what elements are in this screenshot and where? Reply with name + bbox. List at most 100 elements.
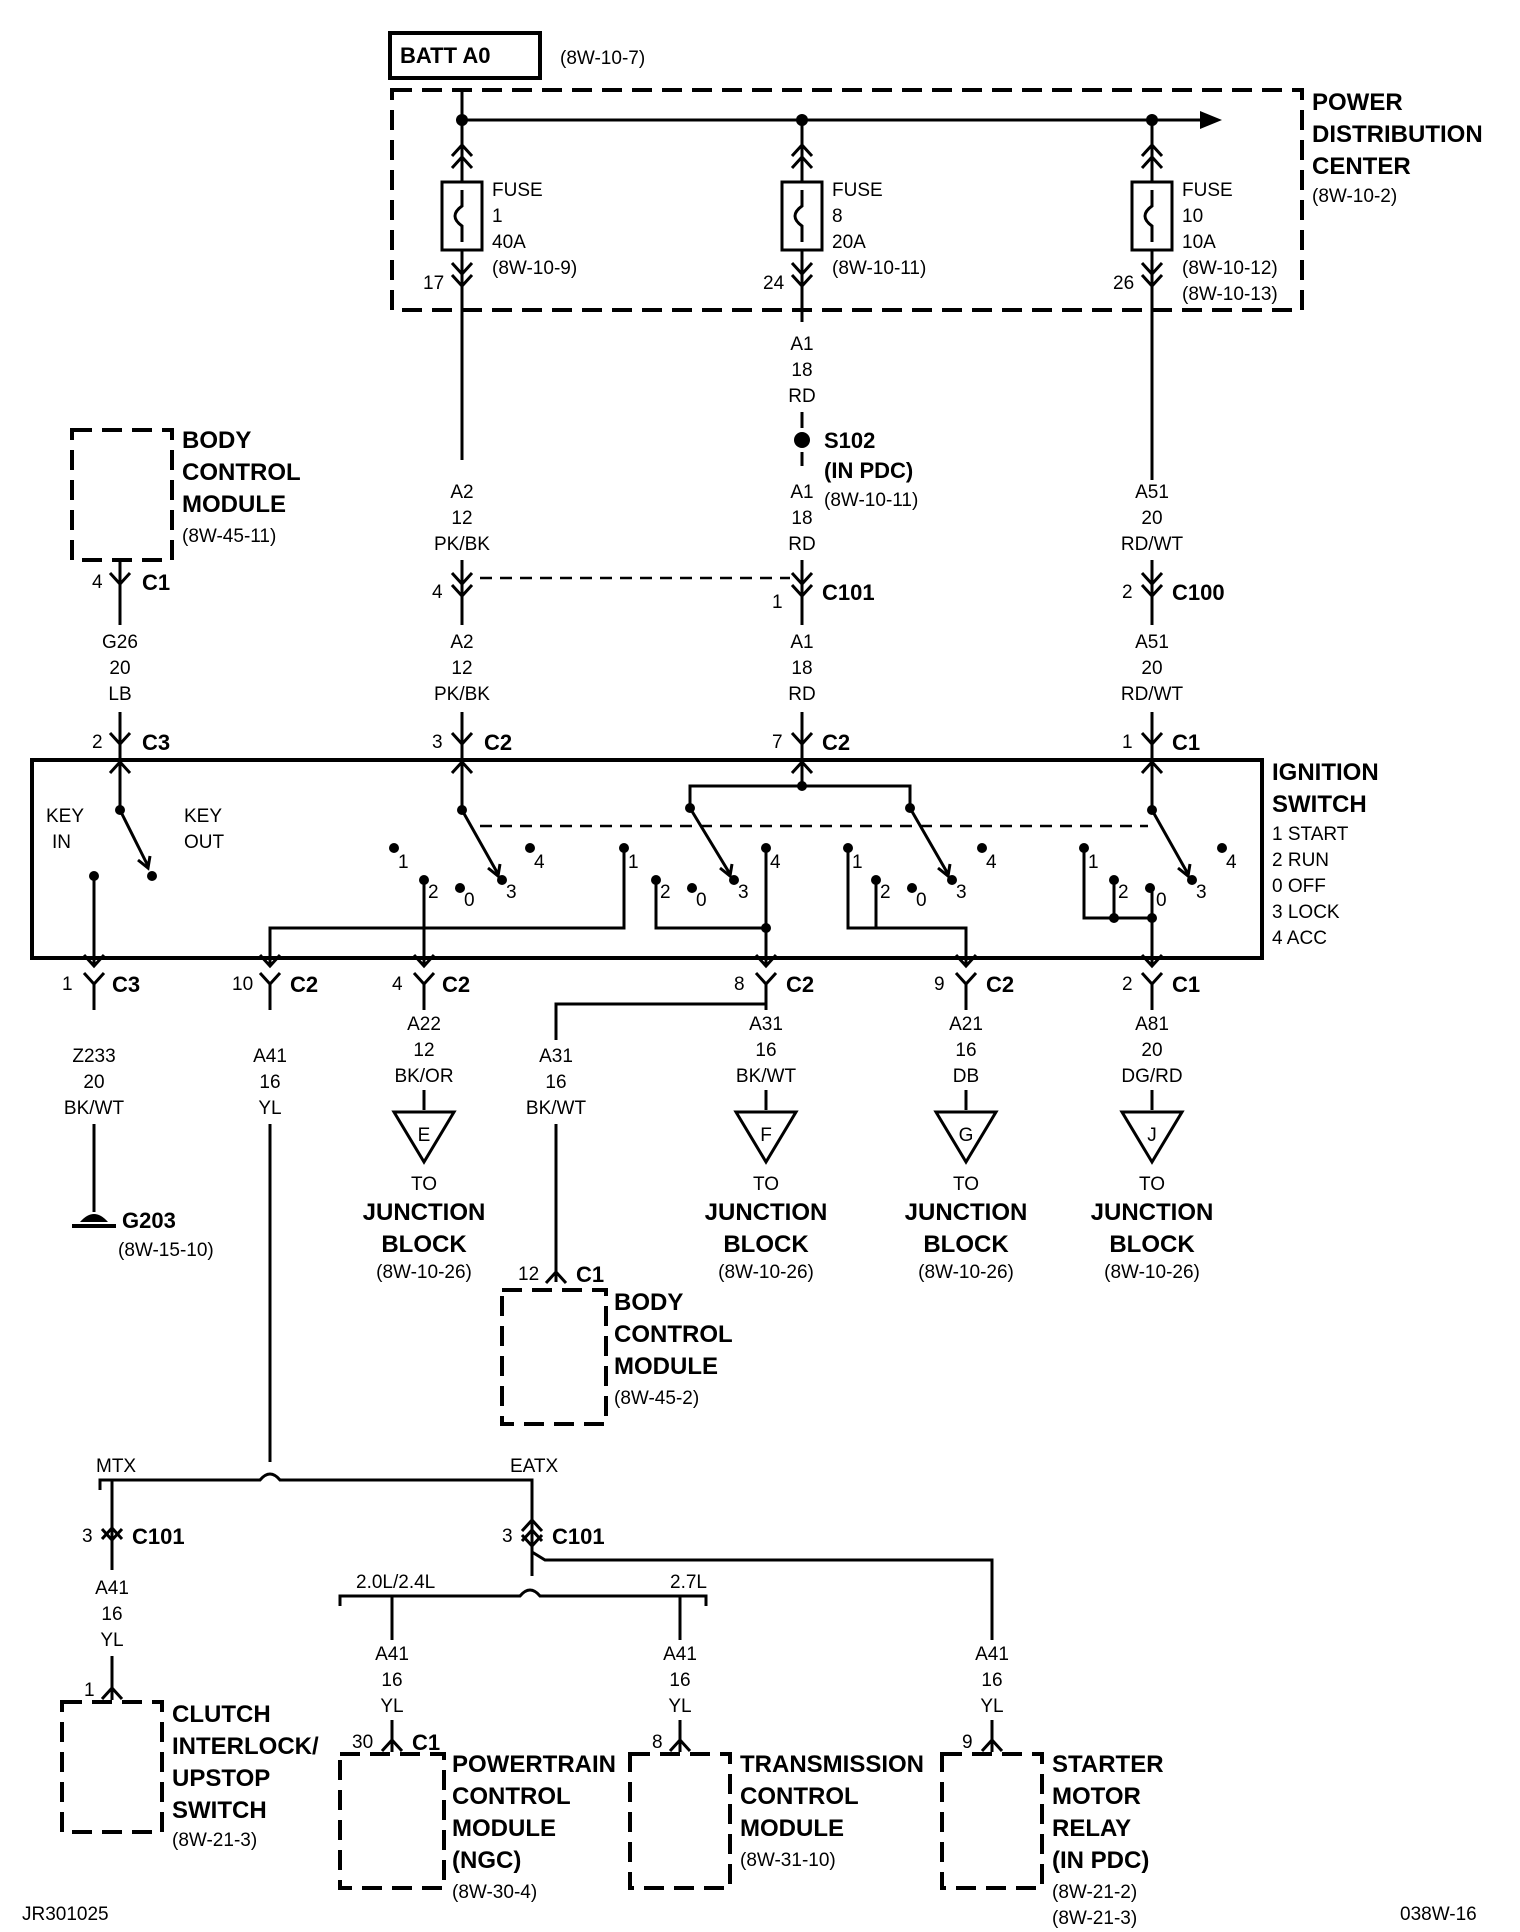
- key-in-label-1: KEY: [46, 806, 84, 827]
- wire-a51-top-color: RD/WT: [1121, 534, 1184, 555]
- sw-c2-a2-pin: 3: [432, 732, 443, 753]
- bcm-bottom-title-3: MODULE: [614, 1353, 718, 1380]
- c101-mtx-name: C101: [132, 1524, 185, 1549]
- wire-a81-gauge: 20: [1141, 1040, 1162, 1061]
- sw-c2-8-name: C2: [786, 972, 814, 997]
- sw-c3-top-pin: 2: [92, 732, 103, 753]
- wire-a22-circuit: A22: [407, 1014, 441, 1035]
- wire-a2-top-color: PK/BK: [434, 534, 490, 555]
- footer-left-code: JR301025: [22, 1904, 109, 1925]
- bcm-top-pin: 4: [92, 572, 103, 593]
- splice-s102-ref: (8W-10-11): [824, 490, 918, 511]
- fuse-1-number: 1: [492, 206, 503, 227]
- wire-a41-smr-gauge: 16: [981, 1670, 1002, 1691]
- branch-engine: [338, 1588, 708, 1606]
- smr-title-4: (IN PDC): [1052, 1847, 1149, 1874]
- fuse-10: [1130, 120, 1174, 480]
- wire-a2-low-color: PK/BK: [434, 684, 490, 705]
- pcm-title-4: (NGC): [452, 1847, 521, 1874]
- wire-a41-main-circuit: A41: [253, 1046, 287, 1067]
- wire-a81-color: DG/RD: [1121, 1066, 1182, 1087]
- fuse-10-number: 10: [1182, 206, 1203, 227]
- wire-a1-top-circuit: A1: [790, 334, 813, 355]
- pdc-ref: (8W-10-2): [1312, 186, 1397, 207]
- wire-a31-right-circuit: A31: [749, 1014, 783, 1035]
- wire-a31-right-color: BK/WT: [736, 1066, 797, 1087]
- wire-a41-pcm-gauge: 16: [381, 1670, 402, 1691]
- bcm-top-ref: (8W-45-11): [182, 526, 276, 547]
- pcm-ref: (8W-30-4): [452, 1882, 537, 1903]
- wire-a1-mid-color: RD: [788, 534, 815, 555]
- smr-ref-2: (8W-21-3): [1052, 1908, 1137, 1929]
- switch-output-wiring: [258, 848, 1164, 969]
- ignition-title-2: SWITCH: [1272, 791, 1367, 818]
- sw-c2-10-name: C2: [290, 972, 318, 997]
- bcm-top-title-2: CONTROL: [182, 459, 301, 486]
- clutch-ref: (8W-21-3): [172, 1830, 257, 1851]
- wire-a41-smr-color: YL: [980, 1696, 1003, 1717]
- junction-j-line-2: BLOCK: [1109, 1231, 1195, 1258]
- fuse-8-number: 8: [832, 206, 843, 227]
- tcm-title-2: CONTROL: [740, 1783, 859, 1810]
- wire-a41-tcm-color: YL: [668, 1696, 691, 1717]
- bcm-bottom-pin: 12: [518, 1264, 539, 1285]
- batt-ref: (8W-10-7): [560, 48, 645, 69]
- wire-a1-low-circuit: A1: [790, 632, 813, 653]
- branch-eng2-label: 2.7L: [670, 1572, 707, 1593]
- wire-a1-mid-circuit: A1: [790, 482, 813, 503]
- sw-c2-4-name: C2: [442, 972, 470, 997]
- junction-f-line-1: JUNCTION: [705, 1199, 828, 1226]
- wire-a41-tcm-circuit: A41: [663, 1644, 697, 1665]
- ignition-pos-off: 0 OFF: [1272, 876, 1326, 897]
- footer-right-code: 038W-16: [1400, 1904, 1477, 1925]
- sw-c2-4-pin: 4: [392, 974, 403, 995]
- wire-a2-top-gauge: 12: [451, 508, 472, 529]
- fuse-10-rating: 10A: [1182, 232, 1216, 253]
- wire-a81-circuit: A81: [1135, 1014, 1169, 1035]
- junction-g-line-1: JUNCTION: [905, 1199, 1028, 1226]
- bcm-bottom-ref: (8W-45-2): [614, 1388, 699, 1409]
- wire-a31-split: [554, 984, 768, 1040]
- pos-label: 2: [428, 882, 439, 903]
- junction-j-to: TO: [1139, 1174, 1165, 1195]
- bcm-bottom-connector: C1: [576, 1262, 604, 1287]
- pcm-pin: 30: [352, 1732, 373, 1753]
- key-out-label-1: KEY: [184, 806, 222, 827]
- wire-a51-low-color: RD/WT: [1121, 684, 1184, 705]
- c100-label: C100: [1172, 580, 1225, 605]
- fuse-1-pin: 17: [423, 273, 444, 294]
- junction-e-line-1: JUNCTION: [363, 1199, 486, 1226]
- sw-c2-8-pin: 8: [734, 974, 745, 995]
- fuse-1-rating: 40A: [492, 232, 526, 253]
- splice-s102-label: S102: [824, 428, 875, 453]
- fuse-8-rating: 20A: [832, 232, 866, 253]
- fuse-1-ref: (8W-10-9): [492, 258, 577, 279]
- key-switch: [82, 744, 157, 969]
- bcm-bottom-box: [500, 1288, 608, 1426]
- key-in-label-2: IN: [52, 832, 71, 853]
- c101-a2-pin: 4: [432, 582, 443, 603]
- fuse-8-pin: 24: [763, 273, 785, 294]
- wire-a51-top-gauge: 20: [1141, 508, 1162, 529]
- pos-label: 4: [986, 852, 997, 873]
- pos-label: 2: [880, 882, 891, 903]
- wire-a22-gauge: 12: [413, 1040, 434, 1061]
- pos-label: 3: [956, 882, 967, 903]
- splice-s102: [794, 432, 810, 448]
- pos-label: 3: [506, 882, 517, 903]
- bcm-top-title-3: MODULE: [182, 491, 286, 518]
- wire-a21-circuit: A21: [949, 1014, 983, 1035]
- wire-a41-pcm-color: YL: [380, 1696, 403, 1717]
- bus-arrow: [1200, 111, 1222, 129]
- wire-a2-low-circuit: A2: [450, 632, 473, 653]
- c100-pin: 2: [1122, 582, 1133, 603]
- pos-label: 3: [738, 882, 749, 903]
- pdc-title-2: DISTRIBUTION: [1312, 121, 1483, 148]
- c101-eatx-pin: 3: [502, 1526, 513, 1547]
- pos-label: 0: [916, 890, 927, 911]
- junction-g-line-2: BLOCK: [923, 1231, 1009, 1258]
- wire-a41-main-color: YL: [258, 1098, 281, 1119]
- tcm-title-3: MODULE: [740, 1815, 844, 1842]
- ignition-pos-run: 2 RUN: [1272, 850, 1329, 871]
